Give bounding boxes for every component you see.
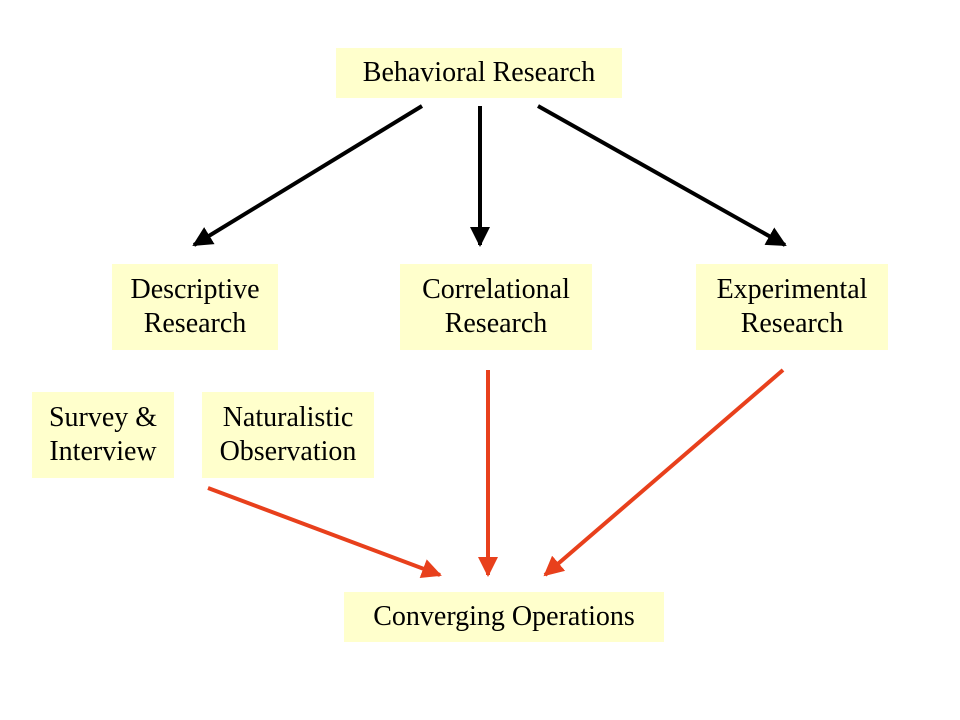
node-correlational-research-line-1: Correlational	[422, 274, 570, 305]
node-experimental-research: Experimental Research	[696, 264, 888, 350]
node-descriptive-research-line-1: Descriptive	[130, 274, 260, 305]
node-behavioral-research-label: Behavioral Research	[362, 57, 596, 88]
arrow-experimental-to-converging	[543, 368, 785, 577]
node-experimental-research-line-2: Research	[740, 308, 844, 339]
node-descriptive-research-line-2: Research	[143, 308, 247, 339]
arrow-root-to-experimental	[537, 104, 787, 247]
node-survey-interview-line-2: Interview	[49, 436, 157, 467]
node-converging-operations-label: Converging Operations	[373, 601, 635, 632]
node-correlational-research-line-2: Research	[444, 308, 548, 339]
arrow-root-to-descriptive	[192, 104, 424, 247]
node-behavioral-research: Behavioral Research	[336, 48, 622, 98]
node-naturalistic-observation: Naturalistic Observation	[202, 392, 374, 478]
node-naturalistic-observation-line-2: Observation	[219, 436, 357, 467]
node-survey-interview-line-1: Survey &	[48, 402, 158, 433]
node-descriptive-research: Descriptive Research	[112, 264, 278, 350]
node-correlational-research: Correlational Research	[400, 264, 592, 350]
node-naturalistic-observation-line-1: Naturalistic	[222, 402, 354, 433]
node-converging-operations: Converging Operations	[344, 592, 664, 642]
node-experimental-research-line-1: Experimental	[716, 274, 868, 305]
arrow-observation-to-converging	[207, 486, 442, 579]
node-survey-interview: Survey & Interview	[32, 392, 174, 478]
